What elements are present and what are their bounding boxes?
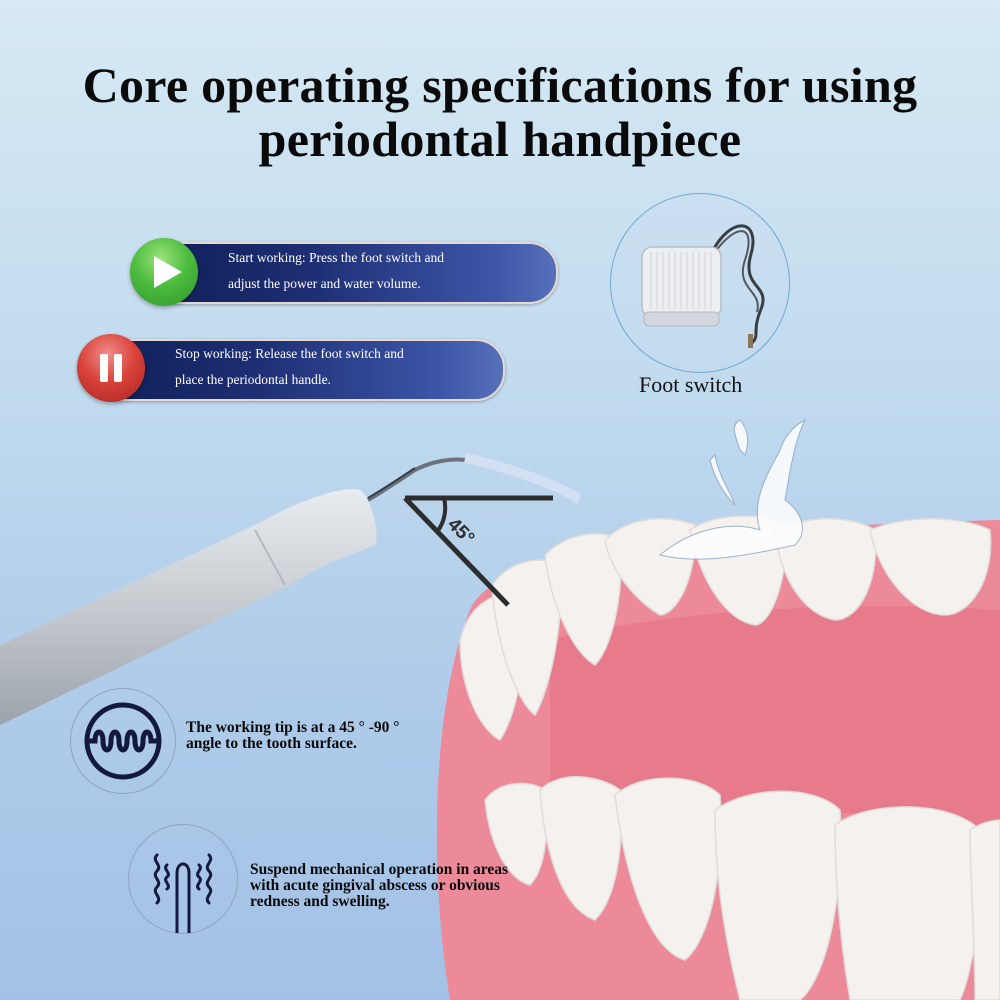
periodontal-handpiece-image bbox=[0, 453, 580, 726]
start-step-text: Start working: Press the foot switch and… bbox=[228, 245, 444, 297]
vibrating-tip-icon bbox=[153, 853, 213, 935]
feature-1-line-2: angle to the tooth surface. bbox=[186, 735, 357, 752]
vibrating-tip-icon-ring bbox=[128, 824, 238, 935]
start-step-line-1: Start working: Press the foot switch and bbox=[228, 250, 444, 265]
wave-signal-icon-ring bbox=[70, 688, 176, 794]
stop-step-line-1: Stop working: Release the foot switch an… bbox=[175, 346, 404, 361]
feature-2-line-2: with acute gingival abscess or obvious bbox=[250, 877, 500, 894]
feature-2-line-3: redness and swelling. bbox=[250, 893, 390, 910]
title-line-1: Core operating specifications for using bbox=[82, 57, 918, 113]
stop-step-text: Stop working: Release the foot switch an… bbox=[175, 341, 404, 393]
pause-button-icon bbox=[77, 334, 145, 402]
feature-working-angle-text: The working tip is at a 45 ° -90 ° angle… bbox=[186, 720, 399, 752]
feature-2-line-1: Suspend mechanical operation in areas bbox=[250, 861, 509, 878]
play-icon bbox=[154, 256, 182, 288]
stop-step-line-2: place the periodontal handle. bbox=[175, 372, 331, 387]
angle-45-diagram bbox=[403, 495, 553, 607]
stop-pill-banner bbox=[95, 339, 505, 401]
teeth-illustration bbox=[436, 418, 1000, 1000]
start-step-line-2: adjust the power and water volume. bbox=[228, 276, 421, 291]
foot-switch-caption: Foot switch bbox=[639, 372, 743, 397]
feature-1-line-1: The working tip is at a 45 ° -90 ° bbox=[186, 719, 400, 736]
foot-switch-image-frame bbox=[610, 193, 790, 373]
wave-signal-icon bbox=[84, 702, 162, 780]
title-line-2: periodontal handpiece bbox=[258, 111, 742, 167]
foot-switch-icon bbox=[641, 224, 765, 348]
start-pill-banner bbox=[150, 242, 558, 304]
pause-icon bbox=[100, 354, 122, 382]
page-title: Core operating specifications for using … bbox=[0, 58, 1000, 166]
play-button-icon bbox=[130, 238, 198, 306]
feature-suspend-operation-text: Suspend mechanical operation in areas wi… bbox=[250, 862, 508, 910]
